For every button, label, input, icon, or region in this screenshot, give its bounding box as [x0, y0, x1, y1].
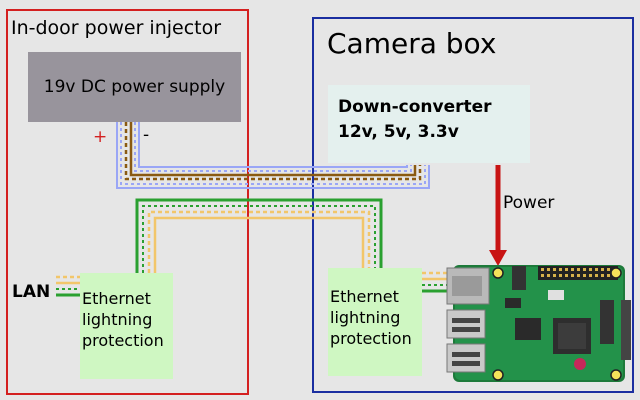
protection-line: Ethernet	[82, 289, 151, 308]
protection-line: protection	[82, 331, 164, 350]
plus-terminal-label: +	[93, 127, 108, 147]
raspberry-pi-board-icon	[446, 265, 631, 382]
protection-line: protection	[330, 329, 412, 348]
power-label: Power	[503, 193, 555, 213]
ethernet-cable	[135, 198, 383, 273]
camera-ethernet-protection-block: Ethernet lightning protection	[328, 268, 422, 376]
indoor-ethernet-protection-block: Ethernet lightning protection	[80, 273, 173, 379]
lan-wires	[56, 275, 80, 297]
power-supply-block: 19v DC power supply	[28, 52, 241, 122]
indoor-injector-frame	[6, 9, 249, 395]
power-supply-label: 19v DC power supply	[43, 77, 226, 97]
down-converter-block: Down-converter 12v, 5v, 3.3v	[328, 85, 530, 163]
lan-label: LAN	[12, 282, 51, 302]
power-arrow	[489, 165, 507, 266]
down-converter-voltages: 12v, 5v, 3.3v	[338, 122, 459, 142]
protection-line: lightning	[82, 310, 153, 329]
protection-line: lightning	[330, 308, 401, 327]
indoor-injector-title: In-door power injector	[11, 17, 222, 39]
power-cable	[116, 122, 430, 189]
down-converter-title: Down-converter	[338, 97, 492, 117]
camera-box-title: Camera box	[327, 27, 497, 60]
minus-terminal-label: -	[143, 125, 150, 145]
protection-line: Ethernet	[330, 287, 399, 306]
